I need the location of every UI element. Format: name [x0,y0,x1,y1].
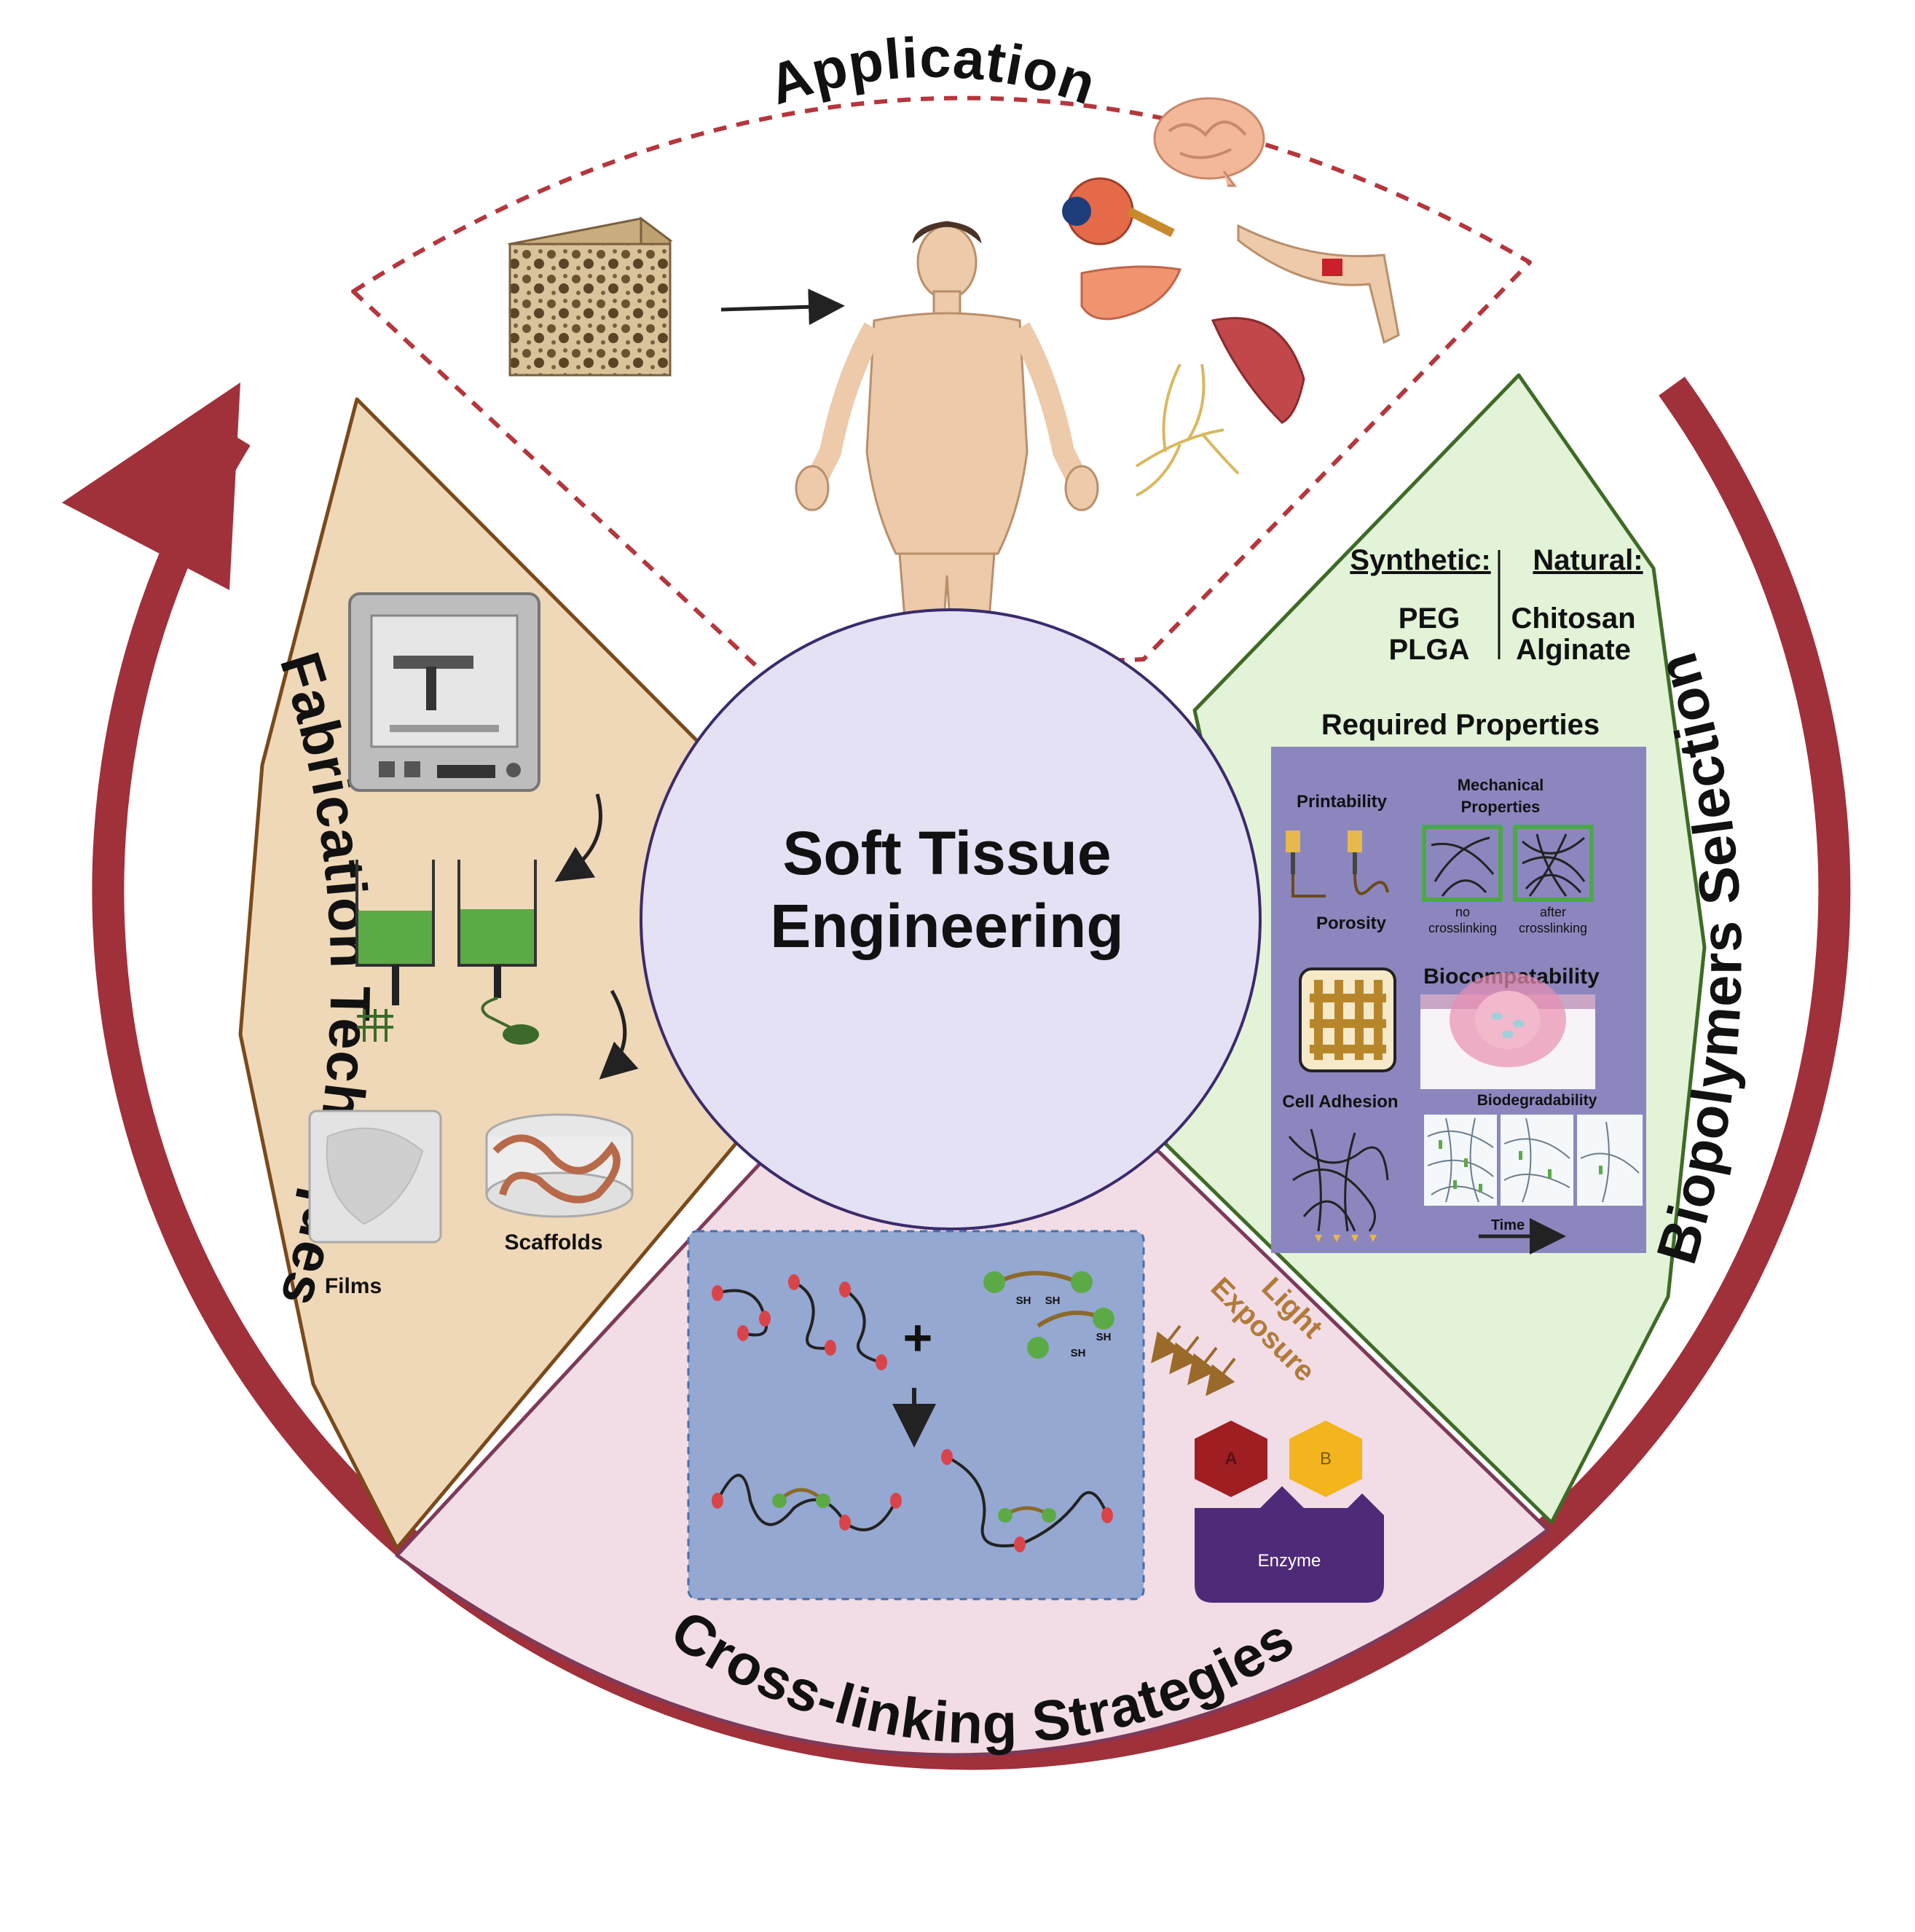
brain-icon [1153,97,1265,187]
synthetic-heading: Synthetic: [1350,544,1490,576]
biocompatibility-tissue-icon [1420,973,1595,1089]
printability-syringes [1286,830,1389,898]
crosslinked-network [712,1449,1113,1552]
synthetic-item-2: PLGA [1388,634,1469,666]
plus-symbol: + [903,1309,933,1366]
after-crosslinking-label-2: crosslinking [1519,921,1587,935]
films-label: Films [325,1274,382,1298]
arrow-scaffold-to-body [720,288,845,326]
liver-icon [1080,265,1182,321]
required-properties-heading: Required Properties [1321,709,1600,741]
adhesion-anchors [1315,1235,1377,1242]
scaffold-dish-icon [485,1113,634,1218]
substrate-b-label: B [1320,1449,1332,1469]
after-crosslinking-label-1: after [1540,905,1566,919]
center-circle [640,608,1262,1230]
extrusion-grid-icon [355,860,435,1042]
enzyme-icon: A B Enzyme [1195,1421,1384,1603]
nerve-icon [1135,364,1240,497]
time-label: Time [1491,1217,1525,1233]
arrow-bath-to-scaffold [599,989,639,1080]
porous-lattice-icon [1299,967,1396,1072]
sh-label-2: SH [1045,1295,1061,1307]
enzyme-label: Enzyme [1258,1551,1321,1571]
substrate-a-label: A [1224,1449,1237,1469]
no-crosslinking-label-2: crosslinking [1428,921,1497,935]
natural-item-1: Chitosan [1511,602,1635,635]
film-icon [308,1110,442,1244]
bone-scaffold-icon [507,216,673,377]
extrusion-film-icon [457,860,539,1045]
center-title-line2: Engineering [770,892,1123,960]
sh-label-3: SH [1096,1331,1112,1343]
scaffolds-label: Scaffolds [504,1230,602,1254]
no-crosslinking-label-1: no [1455,905,1470,919]
no-crosslinking-mesh [1422,825,1503,902]
synthetic-item-1: PEG [1399,602,1460,635]
porosity-label: Porosity [1316,914,1387,933]
arrow-printer-to-bath [554,793,602,882]
mechanical-label-2: Properties [1461,798,1541,816]
eye-icon [1062,177,1175,246]
printability-label: Printability [1297,792,1388,812]
mechanical-label-1: Mechanical [1458,776,1544,794]
reactive-groups [712,1274,887,1370]
cell-adhesion-label: Cell Adhesion [1282,1092,1398,1112]
biodegradation-frames [1424,1115,1643,1206]
bioprinter-icon [348,592,540,792]
sh-label-1: SH [1016,1295,1031,1307]
cell-adhesion-network [1288,1128,1389,1232]
cycle-arrow-head [62,382,240,590]
center-title-line1: Soft Tissue [782,819,1111,887]
natural-item-2: Alginate [1516,634,1631,666]
biodegradability-label: Biodegradability [1477,1092,1597,1109]
arm-patch-icon [1237,224,1400,345]
after-crosslinking-mesh [1513,825,1594,902]
muscle-icon [1211,317,1305,424]
sh-label-4: SH [1071,1347,1086,1359]
thiol-crosslinkers: SH SH SH SH [983,1271,1114,1359]
natural-heading: Natural: [1533,544,1643,576]
